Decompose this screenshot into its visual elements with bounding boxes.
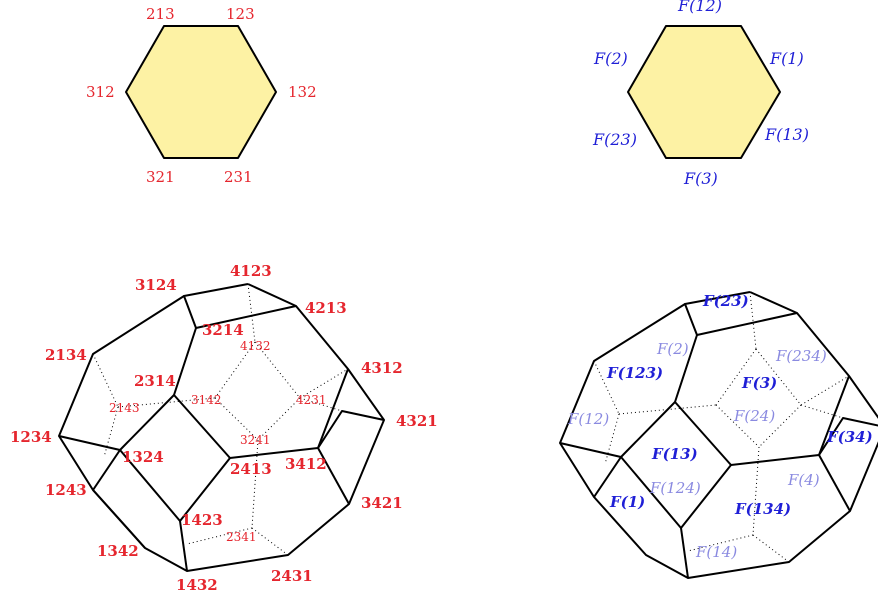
vertex-label: 2314 [134, 372, 176, 390]
vertex-label: 1243 [45, 481, 87, 499]
vertex-label-hidden: 2341 [226, 530, 257, 544]
hex-face-lower-right: F(13) [764, 125, 809, 144]
hex-vertex-bottom-left: 321 [146, 168, 175, 186]
face-label: F(13) [651, 445, 698, 463]
hex-face-lower-left: F(23) [592, 130, 637, 149]
face-label-hidden: F(14) [695, 543, 737, 561]
vertex-label-hidden: 3241 [240, 433, 271, 447]
face-label: F(34) [826, 428, 873, 446]
visible-edges [559, 291, 878, 579]
hexagon-shape [125, 25, 277, 159]
vertex-label: 4321 [396, 412, 438, 430]
vertex-label: 4123 [230, 262, 272, 280]
vertex-label: 4213 [305, 299, 347, 317]
hidden-edges [593, 291, 850, 563]
hexagon-shape [627, 25, 781, 159]
vertex-label: 1423 [181, 511, 223, 529]
permutahedron-face-diagram: F(23) F(123) F(3) F(13) F(34) F(1) F(134… [559, 291, 878, 579]
hex-vertex-bottom-right: 231 [224, 168, 253, 186]
hexagon-face-diagram: F(12) F(2) F(1) F(23) F(13) F(3) [592, 0, 809, 188]
vertex-label: 3412 [285, 455, 327, 473]
visible-edges [58, 283, 385, 572]
vertex-label: 1234 [10, 428, 52, 446]
hex-face-upper-left: F(2) [593, 49, 628, 68]
face-label: F(23) [702, 292, 749, 310]
vertex-label: 2431 [271, 567, 313, 585]
vertex-label: 3214 [202, 321, 244, 339]
vertex-label: 4312 [361, 359, 403, 377]
hex-vertex-top-right: 123 [226, 5, 255, 23]
hex-face-top: F(12) [677, 0, 722, 15]
hex-face-bottom: F(3) [683, 169, 718, 188]
hex-face-upper-right: F(1) [769, 49, 804, 68]
vertex-label-hidden: 3142 [191, 393, 222, 407]
hexagon-vertex-diagram: 213 123 312 132 321 231 [86, 5, 317, 186]
face-label: F(1) [609, 493, 645, 511]
face-label-hidden: F(4) [787, 471, 820, 489]
vertex-label-hidden: 4132 [240, 339, 271, 353]
vertex-label-hidden: 2143 [109, 401, 140, 415]
face-label: F(134) [734, 500, 791, 518]
vertex-label: 2413 [230, 460, 272, 478]
face-label-hidden: F(234) [775, 347, 827, 365]
face-label-hidden: F(24) [733, 407, 775, 425]
face-label: F(123) [606, 364, 663, 382]
face-label: F(3) [741, 374, 777, 392]
vertex-label: 3124 [135, 276, 177, 294]
hex-vertex-right: 132 [288, 83, 317, 101]
hex-vertex-top-left: 213 [146, 5, 175, 23]
vertex-label: 1342 [97, 542, 139, 560]
vertex-label: 1432 [176, 576, 218, 594]
face-label-hidden: F(2) [656, 340, 689, 358]
vertex-label: 3421 [361, 494, 403, 512]
permutahedron-vertex-diagram: 4123 3124 4213 3214 2134 2314 4312 4321 … [10, 262, 438, 594]
vertex-label: 2134 [45, 346, 87, 364]
face-label-hidden: F(124) [649, 479, 701, 497]
hex-vertex-left: 312 [86, 83, 115, 101]
vertex-label: 1324 [122, 448, 164, 466]
vertex-label-hidden: 4231 [296, 393, 327, 407]
face-label-hidden: F(12) [567, 410, 609, 428]
